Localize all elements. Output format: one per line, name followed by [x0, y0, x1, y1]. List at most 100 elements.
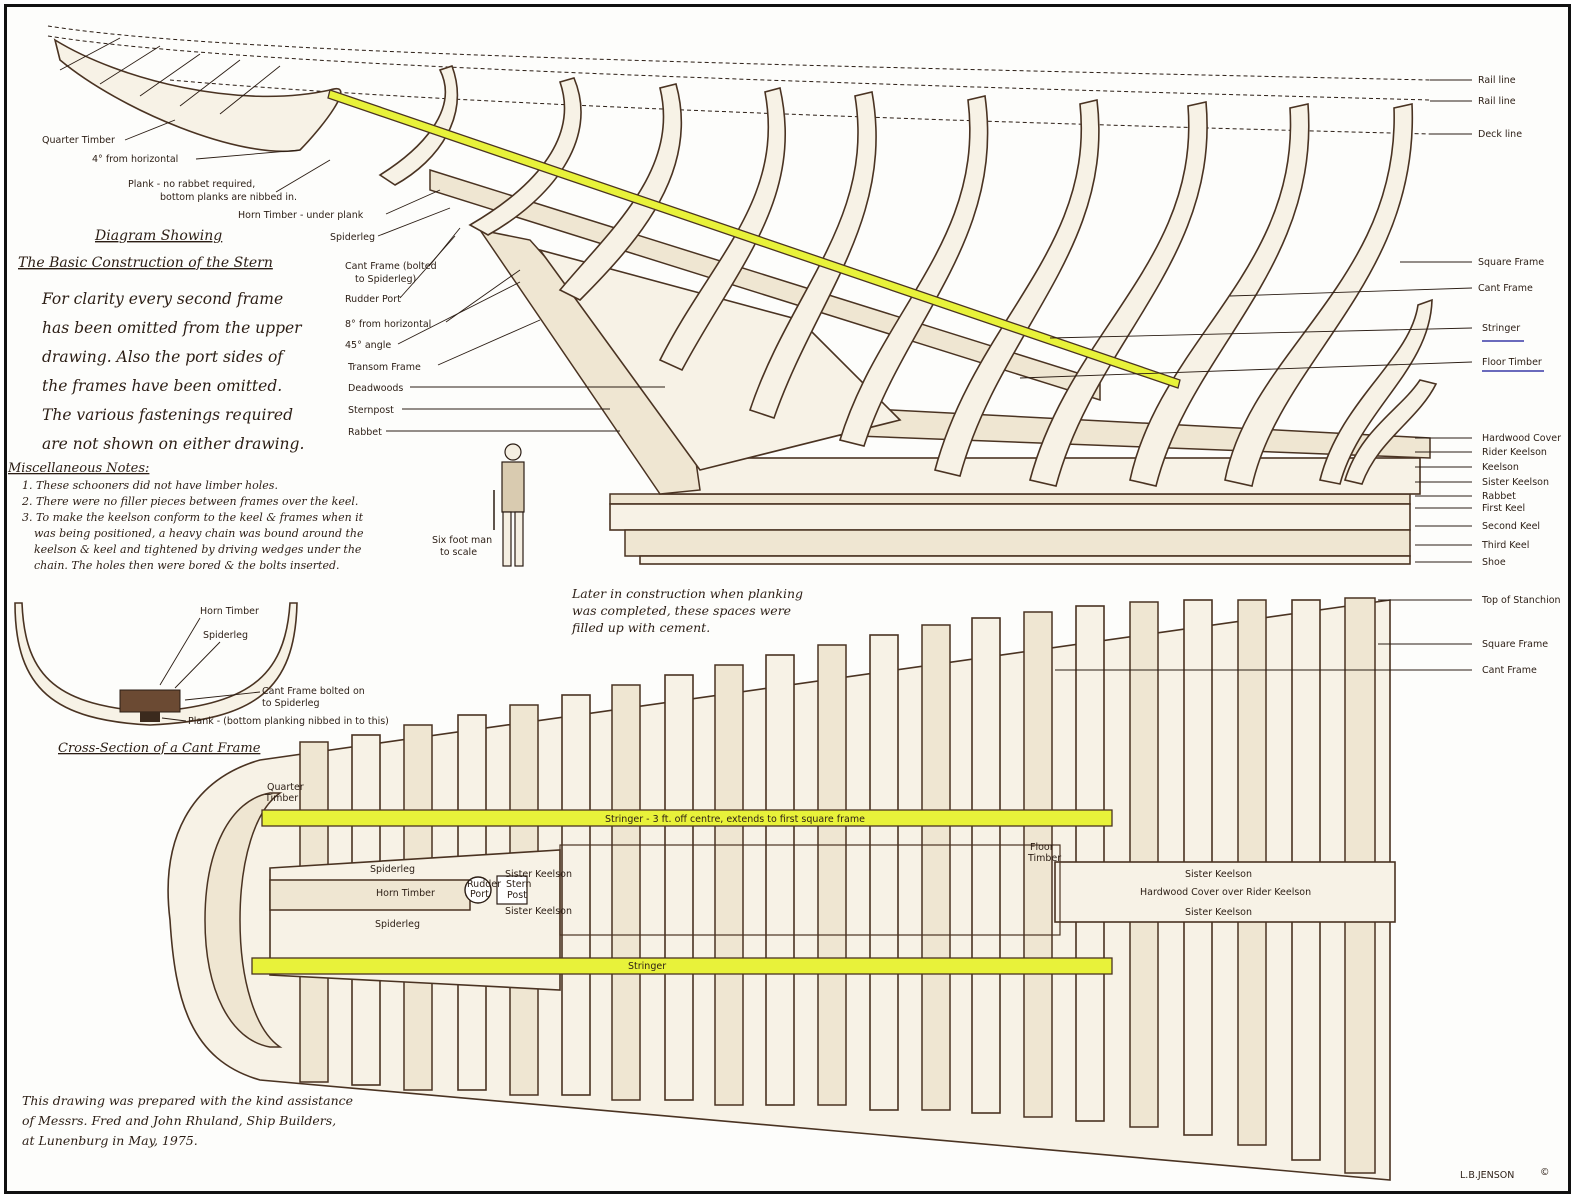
label-first-keel: First Keel	[1482, 503, 1525, 514]
title-line-1: Diagram Showing	[94, 228, 222, 244]
label-rail-line-1: Rail line	[1478, 75, 1516, 86]
label-rider-keelson: Rider Keelson	[1482, 447, 1547, 458]
label-4-deg: 4° from horizontal	[92, 154, 178, 165]
plan-stringer-bottom-label: Stringer	[628, 961, 666, 972]
label-keelson: Keelson	[1482, 462, 1519, 473]
label-rudder-port: Rudder Port	[345, 294, 401, 305]
label-plank-2: bottom planks are nibbed in.	[160, 192, 297, 203]
cement-note-3: filled up with cement.	[571, 620, 710, 635]
plan-frame	[1023, 611, 1053, 1118]
note-2: has been omitted from the upper	[42, 319, 303, 337]
plan-horn-timber	[269, 879, 471, 911]
label-square-frame: Square Frame	[1478, 257, 1544, 268]
label-rabbet-right: Rabbet	[1482, 491, 1516, 502]
label-top-of-stanchion: Top of Stanchion	[1481, 595, 1561, 606]
plan-frame	[921, 624, 951, 1111]
misc-line-3: 3. To make the keelson conform to the ke…	[22, 511, 364, 524]
label-hardwood-cover: Hardwood Cover	[1482, 433, 1561, 444]
label-sister-keelson: Sister Keelson	[1482, 477, 1549, 488]
floor-timber-1	[1319, 298, 1433, 485]
third-keel	[624, 529, 1411, 557]
credit-line-3: at Lunenburg in May, 1975.	[22, 1133, 198, 1148]
shoe	[639, 555, 1411, 565]
plan-quarter-timber-1: Quarter	[267, 782, 304, 793]
plan-quarter-timber	[204, 792, 283, 1048]
note-1: For clarity every second frame	[41, 290, 283, 308]
plan-spiderleg-top-label: Spiderleg	[370, 864, 415, 875]
plan-sister-keelson-right-top: Sister Keelson	[1185, 869, 1252, 880]
square-frame-2	[748, 91, 877, 420]
label-45-angle: 45° angle	[345, 340, 391, 351]
note-6: are not shown on either drawing.	[42, 435, 304, 453]
plan-frame	[817, 644, 847, 1106]
square-frame-5	[1029, 101, 1208, 487]
plan-stern-post	[496, 875, 528, 905]
square-frame-6	[1129, 103, 1310, 487]
cross-section: Horn Timber Spiderleg Cant Frame bolted …	[14, 602, 389, 756]
cement-note-1: Later in construction when planking	[571, 586, 803, 601]
misc-line-4: was being positioned, a heavy chain was …	[34, 527, 364, 540]
plan-keelson-right	[1054, 861, 1396, 923]
plan-sister-keelsons	[559, 844, 1061, 936]
cs-cant-bolted-2: to Spiderleg	[262, 698, 320, 709]
note-3: drawing. Also the port sides of	[42, 348, 286, 366]
plan-frame	[714, 664, 744, 1106]
cs-spiderleg: Spiderleg	[203, 630, 248, 641]
label-plan-square-frame: Square Frame	[1482, 639, 1548, 650]
rail-line-1	[47, 25, 1431, 81]
misc-line-6: chain. The holes then were bored & the b…	[34, 559, 340, 572]
label-rail-line-2: Rail line	[1478, 96, 1516, 107]
transom-ribs	[59, 37, 281, 115]
plan-stern-post-1: Stern	[506, 879, 531, 890]
cross-section-frame	[14, 602, 298, 726]
plan-rudder-port-2: Port	[470, 889, 489, 900]
label-cant-frame-bolted-2: to Spiderleg)	[355, 274, 416, 285]
cs-horn-timber: Horn Timber	[200, 606, 259, 617]
label-deck-line: Deck line	[1478, 129, 1522, 140]
rail-line-2	[47, 35, 1431, 101]
plan-frame	[765, 654, 795, 1106]
plan-stringer-top	[261, 809, 1113, 827]
plan-frame	[611, 684, 641, 1101]
plan-rudder-port	[464, 876, 492, 904]
label-plan-cant-frame: Cant Frame	[1482, 665, 1537, 676]
credit-line-2: of Messrs. Fred and John Rhuland, Ship B…	[22, 1113, 336, 1128]
label-quarter-timber: Quarter Timber	[42, 135, 115, 146]
plan-floor-timber-1: Floor	[1030, 842, 1054, 853]
label-third-keel: Third Keel	[1481, 540, 1529, 551]
frames	[378, 64, 1438, 487]
label-cant-frame-bolted-1: Cant Frame (bolted	[345, 261, 437, 272]
label-horn-timber: Horn Timber - under plank	[238, 210, 364, 221]
plan-frame	[664, 674, 694, 1101]
quarter-timber	[53, 38, 342, 152]
label-stringer: Stringer	[1482, 323, 1520, 334]
plan-stern-post-2: Post	[507, 890, 527, 901]
cant-frame-1	[378, 64, 458, 186]
plan-frame	[869, 634, 899, 1111]
misc-line-1: 1. These schooners did not have limber h…	[22, 479, 278, 492]
plan-stringer-top-label: Stringer - 3 ft. off centre, extends to …	[605, 814, 865, 825]
plan-sister-keelson-b: Sister Keelson	[505, 906, 572, 917]
label-shoe: Shoe	[1482, 557, 1506, 568]
plan-horn-timber-label: Horn Timber	[376, 888, 435, 899]
label-floor-timber: Floor Timber	[1482, 357, 1542, 368]
plan-spiderleg-bottom-label: Spiderleg	[375, 919, 420, 930]
plan-quarter-timber-2: Timber	[264, 793, 298, 804]
cs-plank: Plank - (bottom planking nibbed in to th…	[188, 716, 389, 727]
man-label-2: to scale	[440, 547, 477, 558]
plan-stringer-bottom	[251, 957, 1113, 975]
plan-view	[167, 597, 1396, 1181]
label-cant-frame: Cant Frame	[1478, 283, 1533, 294]
misc-heading: Miscellaneous Notes:	[7, 461, 149, 476]
plan-labels: Quarter Timber Stringer - 3 ft. off cent…	[264, 595, 1561, 972]
plan-floor-timber-2: Timber	[1027, 853, 1061, 864]
cross-section-spiderleg	[119, 689, 181, 713]
first-keel	[609, 493, 1411, 505]
cant-frame-2	[468, 77, 582, 236]
label-deadwoods: Deadwoods	[348, 383, 403, 394]
cross-section-plank	[140, 712, 160, 722]
copyright-mark: ©	[1540, 1167, 1550, 1178]
title-line-2: The Basic Construction of the Stern	[18, 255, 273, 271]
misc-line-2: 2. There were no filler pieces between f…	[21, 495, 358, 508]
